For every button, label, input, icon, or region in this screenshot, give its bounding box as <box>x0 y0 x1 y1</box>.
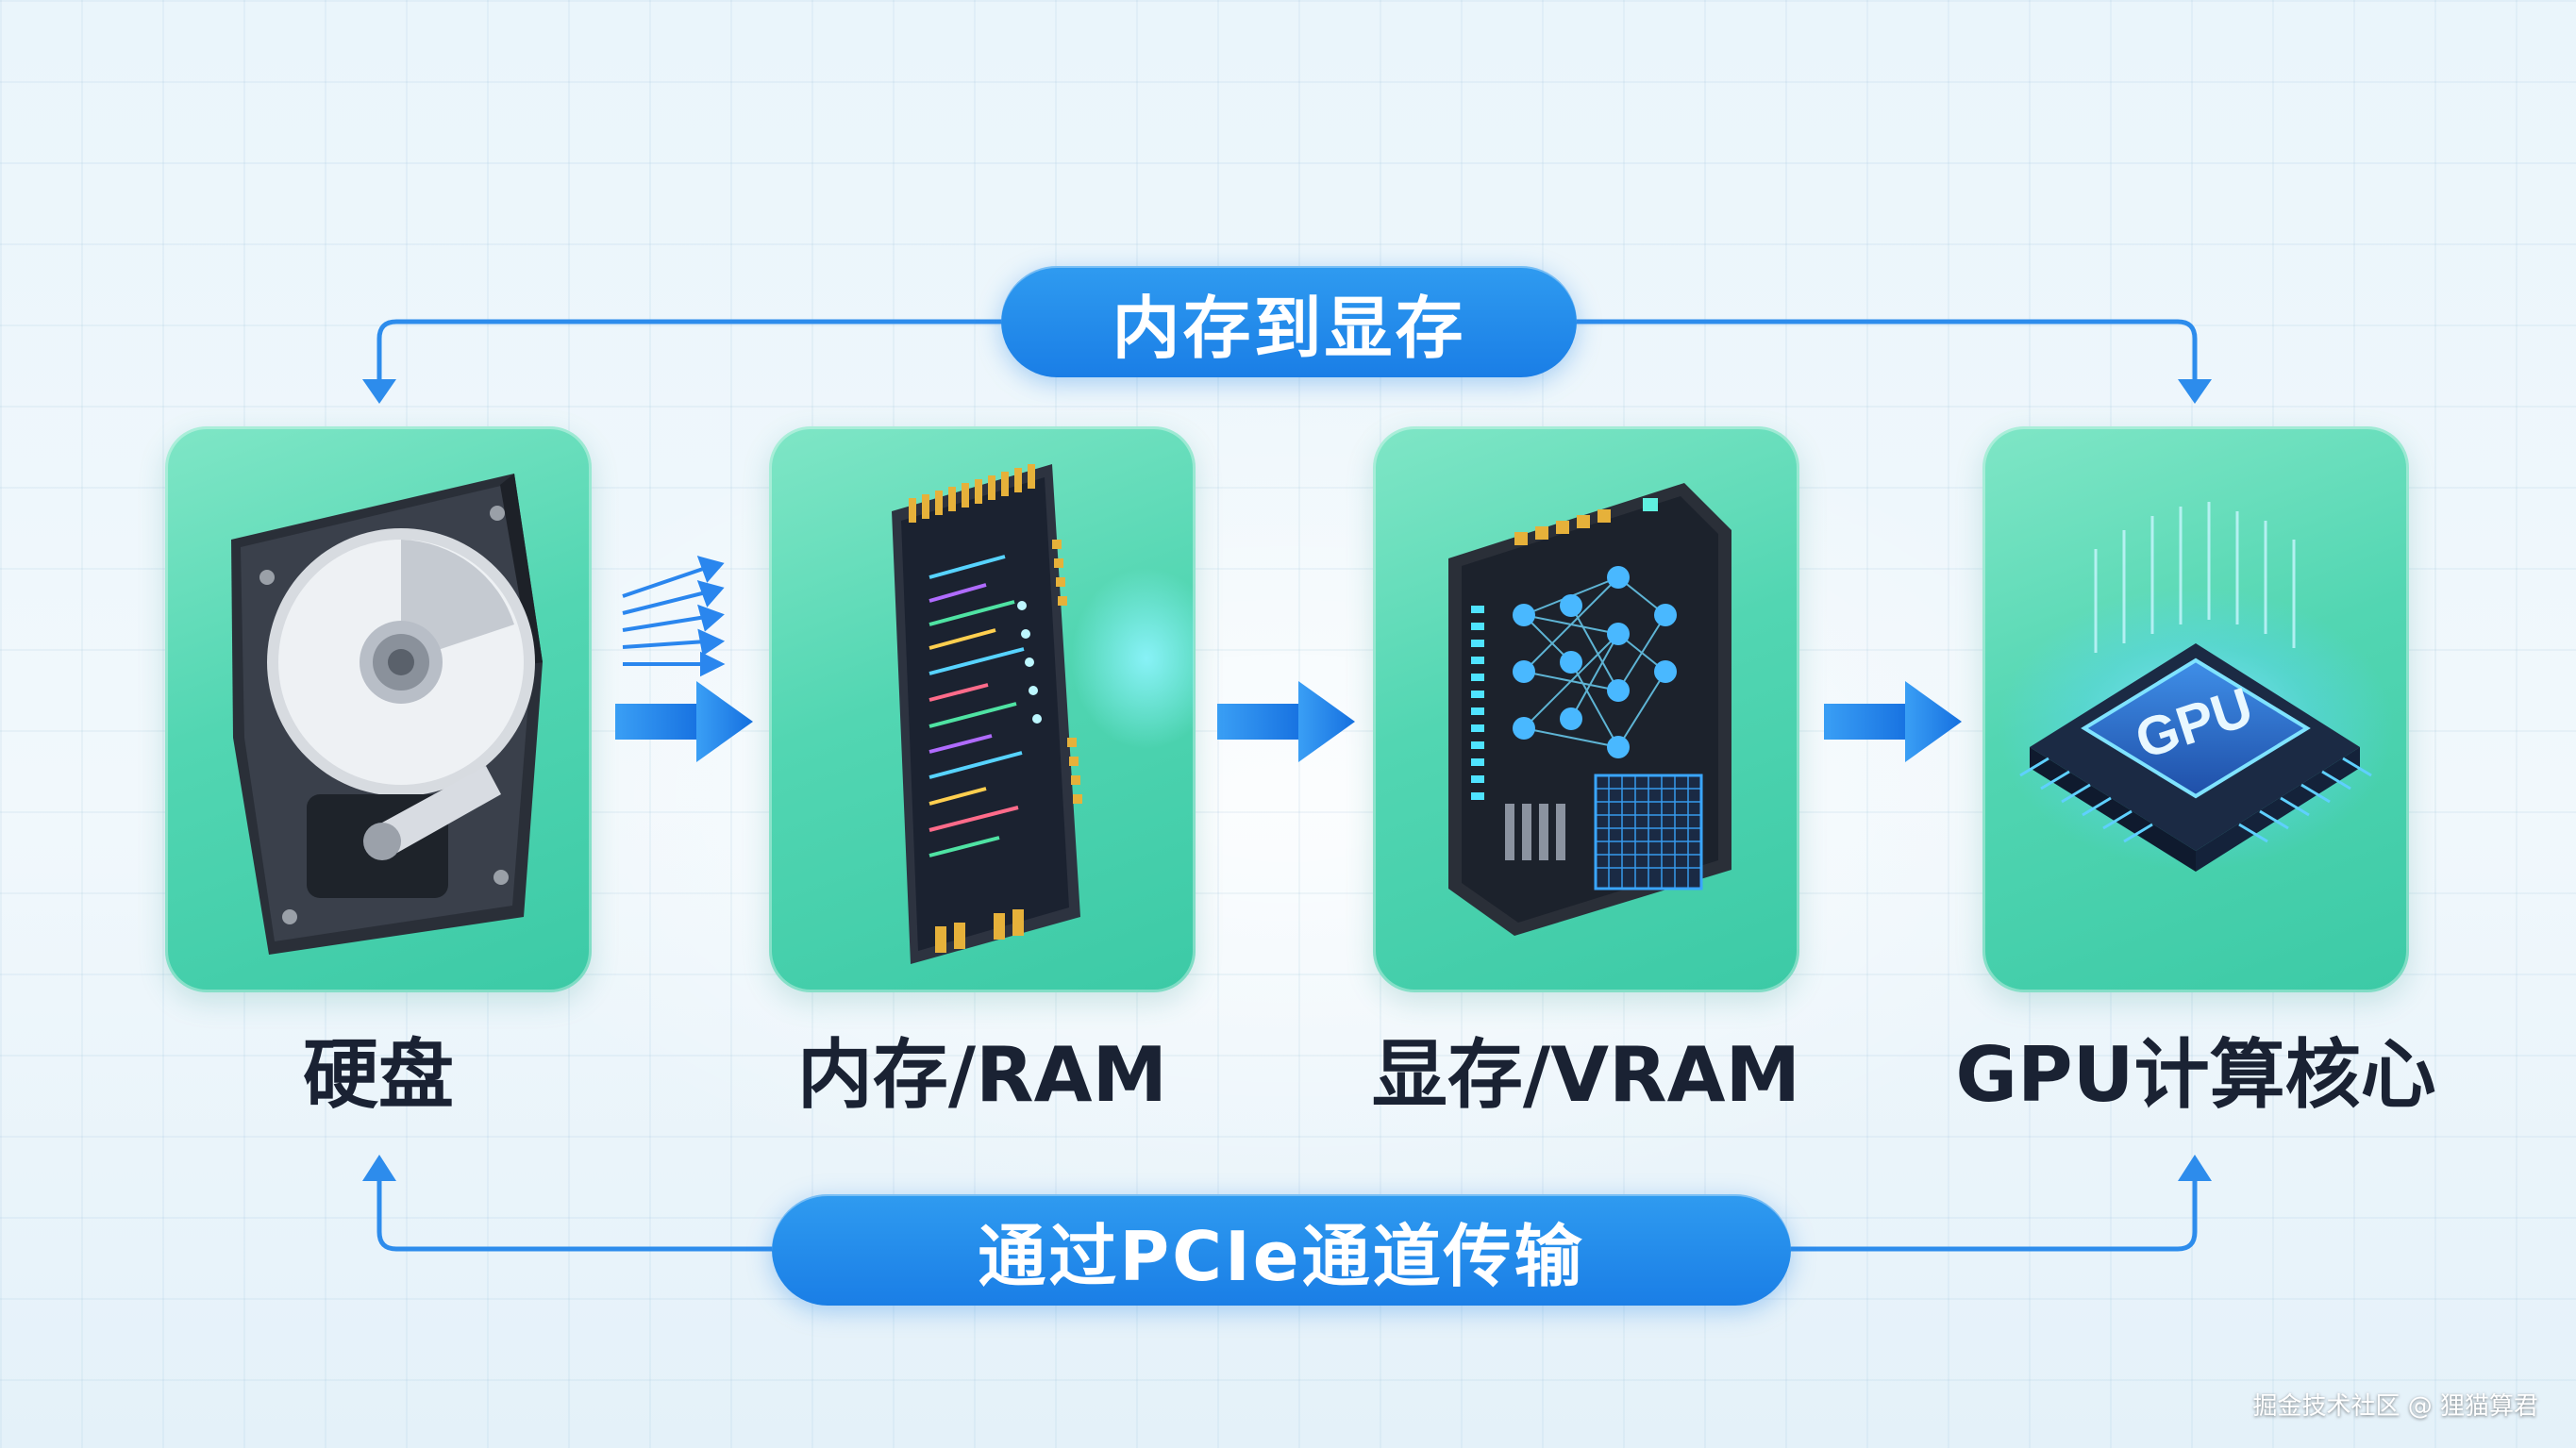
arrow-ram-to-vram <box>1217 681 1355 762</box>
bottom-left-arrowhead <box>362 1155 396 1181</box>
ram-card <box>769 426 1196 992</box>
stage-label-gpu: GPU计算核心 <box>1955 1031 2436 1119</box>
data-stream-arrows <box>622 556 726 677</box>
vram-chip-icon <box>1448 483 1731 936</box>
gpu-chip-icon: GPU <box>1998 502 2394 872</box>
bottom-right-arrowhead <box>2178 1155 2212 1181</box>
ram-module-icon <box>892 464 1194 964</box>
top-connector-line <box>376 319 1005 385</box>
hard-drive-icon <box>231 474 543 955</box>
arrow-hdd-to-ram <box>615 681 753 762</box>
top-left-arrowhead <box>362 379 396 404</box>
watermark: 掘金技术社区 @ 狸猫算君 <box>2252 1392 2538 1421</box>
stage-label-vram: 显存/VRAM <box>1371 1031 1801 1119</box>
gpu-card: GPU <box>1982 426 2409 992</box>
hard-drive-card <box>165 426 592 992</box>
top-connector-line-right <box>1573 319 2198 385</box>
bottom-connector-line <box>376 1174 774 1252</box>
stage-label-ram: 内存/RAM <box>796 1031 1168 1119</box>
top-right-arrowhead <box>2178 379 2212 404</box>
pcie-transfer-label: 通过PCIe通道传输 <box>772 1194 1791 1306</box>
bottom-connector-line-right <box>1788 1174 2198 1252</box>
vram-card <box>1373 426 1799 992</box>
ram-to-vram-label: 内存到显存 <box>1001 266 1577 377</box>
arrow-vram-to-gpu <box>1824 681 1962 762</box>
stage-label-hard-drive: 硬盘 <box>303 1031 454 1119</box>
